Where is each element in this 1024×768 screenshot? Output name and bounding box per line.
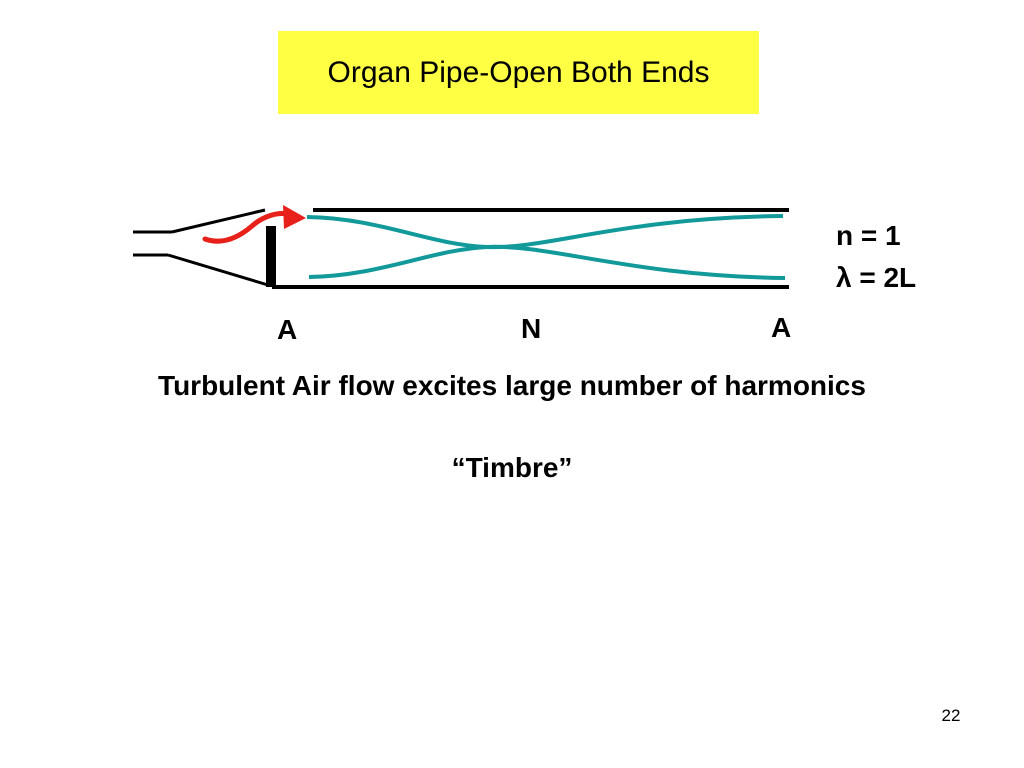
standing-wave: [306, 214, 786, 280]
pipe-walls: [272, 208, 789, 289]
antinode-label-left: A: [277, 314, 298, 345]
wave-curve-upper: [306, 214, 784, 250]
wavelength-label: λ = 2L: [836, 262, 917, 293]
antinode-label-right: A: [771, 312, 792, 343]
mode-number-label: n = 1: [836, 220, 901, 251]
mouthpiece: [133, 208, 269, 287]
slide-title: Organ Pipe-Open Both Ends: [327, 55, 710, 89]
mouthpiece-lower-slant: [167, 253, 269, 287]
airflow-arrow-head: [283, 205, 306, 229]
node-label-middle: N: [521, 313, 542, 344]
page-number: 22: [941, 706, 961, 725]
timbre-text: “Timbre”: [451, 452, 573, 483]
mouthpiece-upper-slant: [171, 208, 266, 234]
pipe-lip: [266, 226, 276, 287]
title-box: Organ Pipe-Open Both Ends: [278, 31, 759, 114]
curved-arrow-icon: [202, 205, 306, 244]
wave-curve-lower: [308, 244, 786, 280]
airflow-arrow-shaft: [202, 211, 291, 244]
caption-text: Turbulent Air flow excites large number …: [158, 370, 866, 401]
